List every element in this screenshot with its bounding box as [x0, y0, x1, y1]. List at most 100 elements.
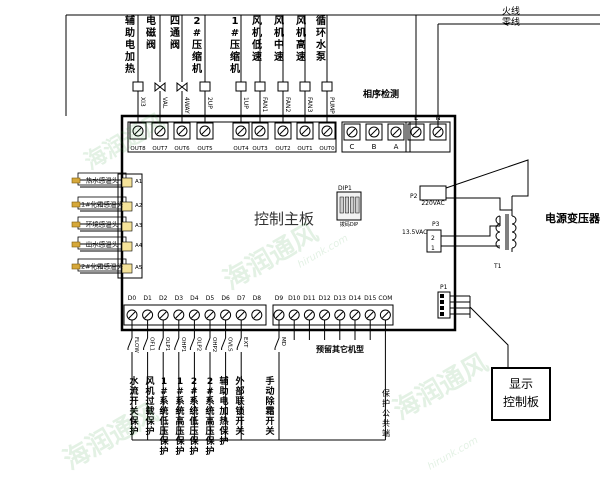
input-device-label-3-char: 统: [175, 405, 184, 417]
output-label-4: 1#压缩机: [230, 16, 240, 75]
dip-lever-3: [355, 196, 360, 214]
terminal-label-OUT1: OUT1: [297, 146, 312, 152]
input-label-D14: D14: [349, 295, 361, 302]
dip-name: DIP1: [338, 185, 352, 192]
display-board: [491, 367, 551, 421]
output-label-7-char: 高: [296, 38, 306, 51]
input-device-label-8-char: 手: [265, 375, 274, 387]
output-label-0-char: 电: [125, 38, 135, 51]
input-label-D9: D9: [275, 295, 284, 302]
sensor-plug-3: [121, 241, 133, 252]
input-switch-5: [205, 337, 211, 349]
terminal-OUT4-screw: [235, 125, 247, 137]
input-device-label-6-char: 助: [219, 385, 228, 397]
common-label-char: 公: [382, 409, 390, 418]
input-slot-D10: [290, 311, 298, 319]
output-label-7-char: 风: [296, 15, 306, 27]
terminal-OUT3-screw: [254, 125, 266, 137]
output-label-3-char: 机: [192, 62, 202, 75]
input-screw-D3: [173, 309, 185, 321]
terminal-label-OUT8: OUT8: [130, 146, 146, 152]
terminal-label-OUT4: OUT4: [233, 146, 249, 152]
common-label-char: 护: [382, 398, 390, 408]
output-label-2-char: 阀: [170, 38, 180, 51]
input-switch-6: [221, 337, 227, 349]
sensor-label-4: 2#化霜感温头: [81, 262, 124, 271]
phase-terminal-C-slot: [348, 128, 356, 136]
input-label-D2: D2: [159, 295, 168, 302]
p3-value: 13.5VAC: [402, 229, 427, 236]
terminal-OUT1-screw: [299, 125, 311, 137]
input-label-D0: D0: [128, 295, 137, 302]
transformer-name: T1: [493, 263, 502, 270]
terminal-OUT7-block: [151, 122, 169, 140]
p3-pin-2: 2: [431, 235, 435, 242]
input-device-label-2-char: 保: [158, 435, 169, 447]
components: [71, 81, 551, 421]
input-label-D11: D11: [303, 295, 315, 302]
output-label-8-char: 循: [316, 14, 326, 27]
p3-name: P3: [432, 221, 440, 228]
input-device-label-3-char: 保: [174, 435, 185, 447]
input-device-label-5-char: 高: [205, 415, 214, 427]
p1-connector: [437, 291, 451, 319]
input-screw-D15: [364, 309, 376, 321]
input-device-label-1-char: 载: [145, 405, 154, 417]
ln-terminal-L-slot: [412, 128, 420, 136]
ln-terminal-label-N: N: [435, 114, 440, 122]
input-device-label-7-char: 开: [235, 416, 244, 427]
input-screw-D12: [319, 309, 331, 321]
phase-terminal-C-screw: [346, 126, 358, 138]
output-label-3: 2#压缩机: [192, 16, 202, 75]
sensor-terminal-strip: [117, 173, 143, 279]
input-label-D5: D5: [206, 295, 215, 302]
output-code-8: PUMP: [328, 97, 335, 114]
terminal-OUT0-screw: [321, 125, 333, 137]
input-slot-D8: [253, 311, 261, 319]
input-label-D4: D4: [190, 295, 199, 302]
input-device-label-8-char: 关: [265, 425, 274, 437]
p3-pin-1: 1: [431, 245, 435, 252]
input-device-label-7-char: 部: [235, 385, 244, 397]
terminal-OUT0-slot: [323, 127, 331, 135]
p1-pin-3: [440, 312, 444, 316]
input-device-label-1-char: 机: [145, 385, 154, 397]
four-way-valve-symbol: [176, 81, 188, 93]
input-device-label-2-char: 1: [161, 377, 167, 387]
input-slot-D2: [159, 311, 167, 319]
input-code-7: EXT: [242, 337, 248, 348]
input-device-label-4-char: 2: [191, 377, 197, 387]
watermark-url-2: hirunk.com: [426, 435, 480, 473]
input-device-label-5-char: #: [206, 387, 214, 397]
ln-terminal-L-block: [407, 123, 425, 141]
sensor-probe-1: [71, 201, 81, 208]
sensor-pin-1: A2: [135, 203, 142, 209]
input-device-label-2-char: 低: [158, 415, 168, 427]
input-label-D12: D12: [318, 295, 330, 302]
input-device-label-1-char: 风: [145, 376, 154, 387]
input-slot-D7: [237, 311, 245, 319]
input-device-label-7-char: 外: [234, 375, 244, 387]
input-device-label-3-char: 1: [177, 377, 183, 387]
terminal-OUT3-block: [251, 122, 269, 140]
input-device-label-3-char: 压: [175, 426, 184, 437]
terminal-OUT2-block: [274, 122, 292, 140]
output-label-6-char: 速: [274, 50, 284, 63]
input-slot-COM: [382, 311, 389, 319]
output-label-3-char: 2: [194, 16, 201, 27]
phase-terminal-B-slot: [370, 128, 378, 136]
input-label-D15: D15: [364, 295, 376, 302]
input-slot-D3: [175, 311, 183, 319]
reserved-label: 预留其它机型: [316, 344, 364, 354]
phase-terminal-A-block: [387, 123, 405, 141]
terminal-label-OUT6: OUT6: [174, 146, 190, 152]
output-label-5-char: 低: [251, 38, 262, 51]
output-label-4-char: 1: [232, 16, 239, 27]
input-slot-D6: [222, 311, 229, 319]
input-device-label-5-char: 护: [205, 445, 214, 457]
sensor-label-3: 出水感温头: [86, 240, 119, 249]
sensor-pin-0: A1: [135, 179, 142, 185]
terminal-label-OUT0: OUT0: [319, 146, 335, 152]
